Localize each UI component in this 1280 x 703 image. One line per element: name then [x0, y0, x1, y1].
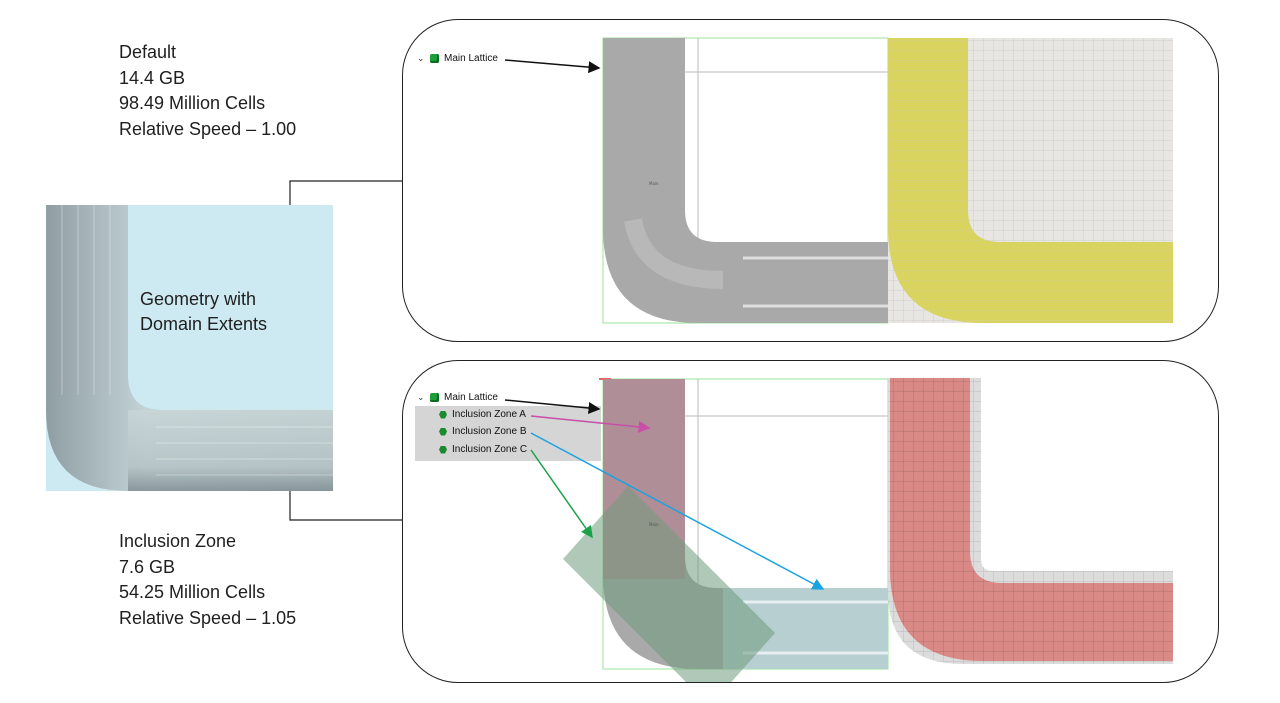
- connector-top: [289, 180, 402, 205]
- inclusion-speed: Relative Speed – 1.05: [119, 607, 297, 628]
- geometry-caption-line2: Domain Extents: [140, 314, 268, 334]
- geometry-caption-line1: Geometry with: [140, 289, 257, 309]
- hexagon-icon: [439, 427, 447, 436]
- default-lattice-view: Main: [504, 37, 1173, 324]
- tree-item-zone-b[interactable]: Inclusion Zone B: [439, 426, 527, 437]
- inclusion-stats: Inclusion Zone 7.6 GB 54.25 Million Cell…: [119, 529, 296, 631]
- chevron-down-icon[interactable]: ⌄: [417, 392, 425, 402]
- tree-item-zone-a[interactable]: Inclusion Zone A: [439, 409, 526, 420]
- tree-item-label: Inclusion Zone B: [452, 426, 527, 437]
- default-cells: 98.49 Million Cells: [119, 93, 266, 114]
- pipe-geometry: [46, 205, 333, 491]
- tree-item-main-lattice[interactable]: ⌄ Main Lattice: [417, 53, 498, 64]
- default-memory: 14.4 GB: [119, 67, 186, 88]
- tree-item-label: Inclusion Zone A: [452, 409, 526, 420]
- inclusion-zone-view: Main: [504, 378, 1173, 682]
- inclusion-zone-panel: Main ⌄ Main Lattice Inclusion Zone A Inc…: [402, 360, 1219, 683]
- default-label: Default: [119, 42, 177, 62]
- tree-item-zone-c[interactable]: Inclusion Zone C: [439, 444, 527, 455]
- svg-text:Main: Main: [649, 522, 659, 527]
- svg-text:Main: Main: [649, 181, 659, 186]
- geometry-domain-panel: [46, 205, 333, 491]
- inclusion-cells: 54.25 Million Cells: [119, 582, 266, 603]
- default-stats: Default 14.4 GB 98.49 Million Cells Rela…: [119, 40, 296, 142]
- cube-icon: [430, 54, 439, 63]
- inclusion-memory: 7.6 GB: [119, 556, 176, 577]
- default-lattice-panel: Main ⌄ Main Lattice: [402, 19, 1219, 342]
- default-speed: Relative Speed – 1.00: [119, 118, 297, 139]
- tree-item-label: Inclusion Zone C: [452, 444, 528, 455]
- inclusion-label: Inclusion Zone: [119, 531, 237, 551]
- connector-bottom: [289, 491, 402, 521]
- hexagon-icon: [439, 445, 447, 454]
- tree-item-label: Main Lattice: [444, 53, 498, 64]
- tree-item-label: Main Lattice: [444, 392, 498, 403]
- geometry-caption: Geometry with Domain Extents: [140, 287, 267, 337]
- cube-icon: [430, 393, 439, 402]
- chevron-down-icon[interactable]: ⌄: [417, 53, 425, 63]
- tree-item-main-lattice[interactable]: ⌄ Main Lattice: [417, 392, 498, 403]
- hexagon-icon: [439, 410, 447, 419]
